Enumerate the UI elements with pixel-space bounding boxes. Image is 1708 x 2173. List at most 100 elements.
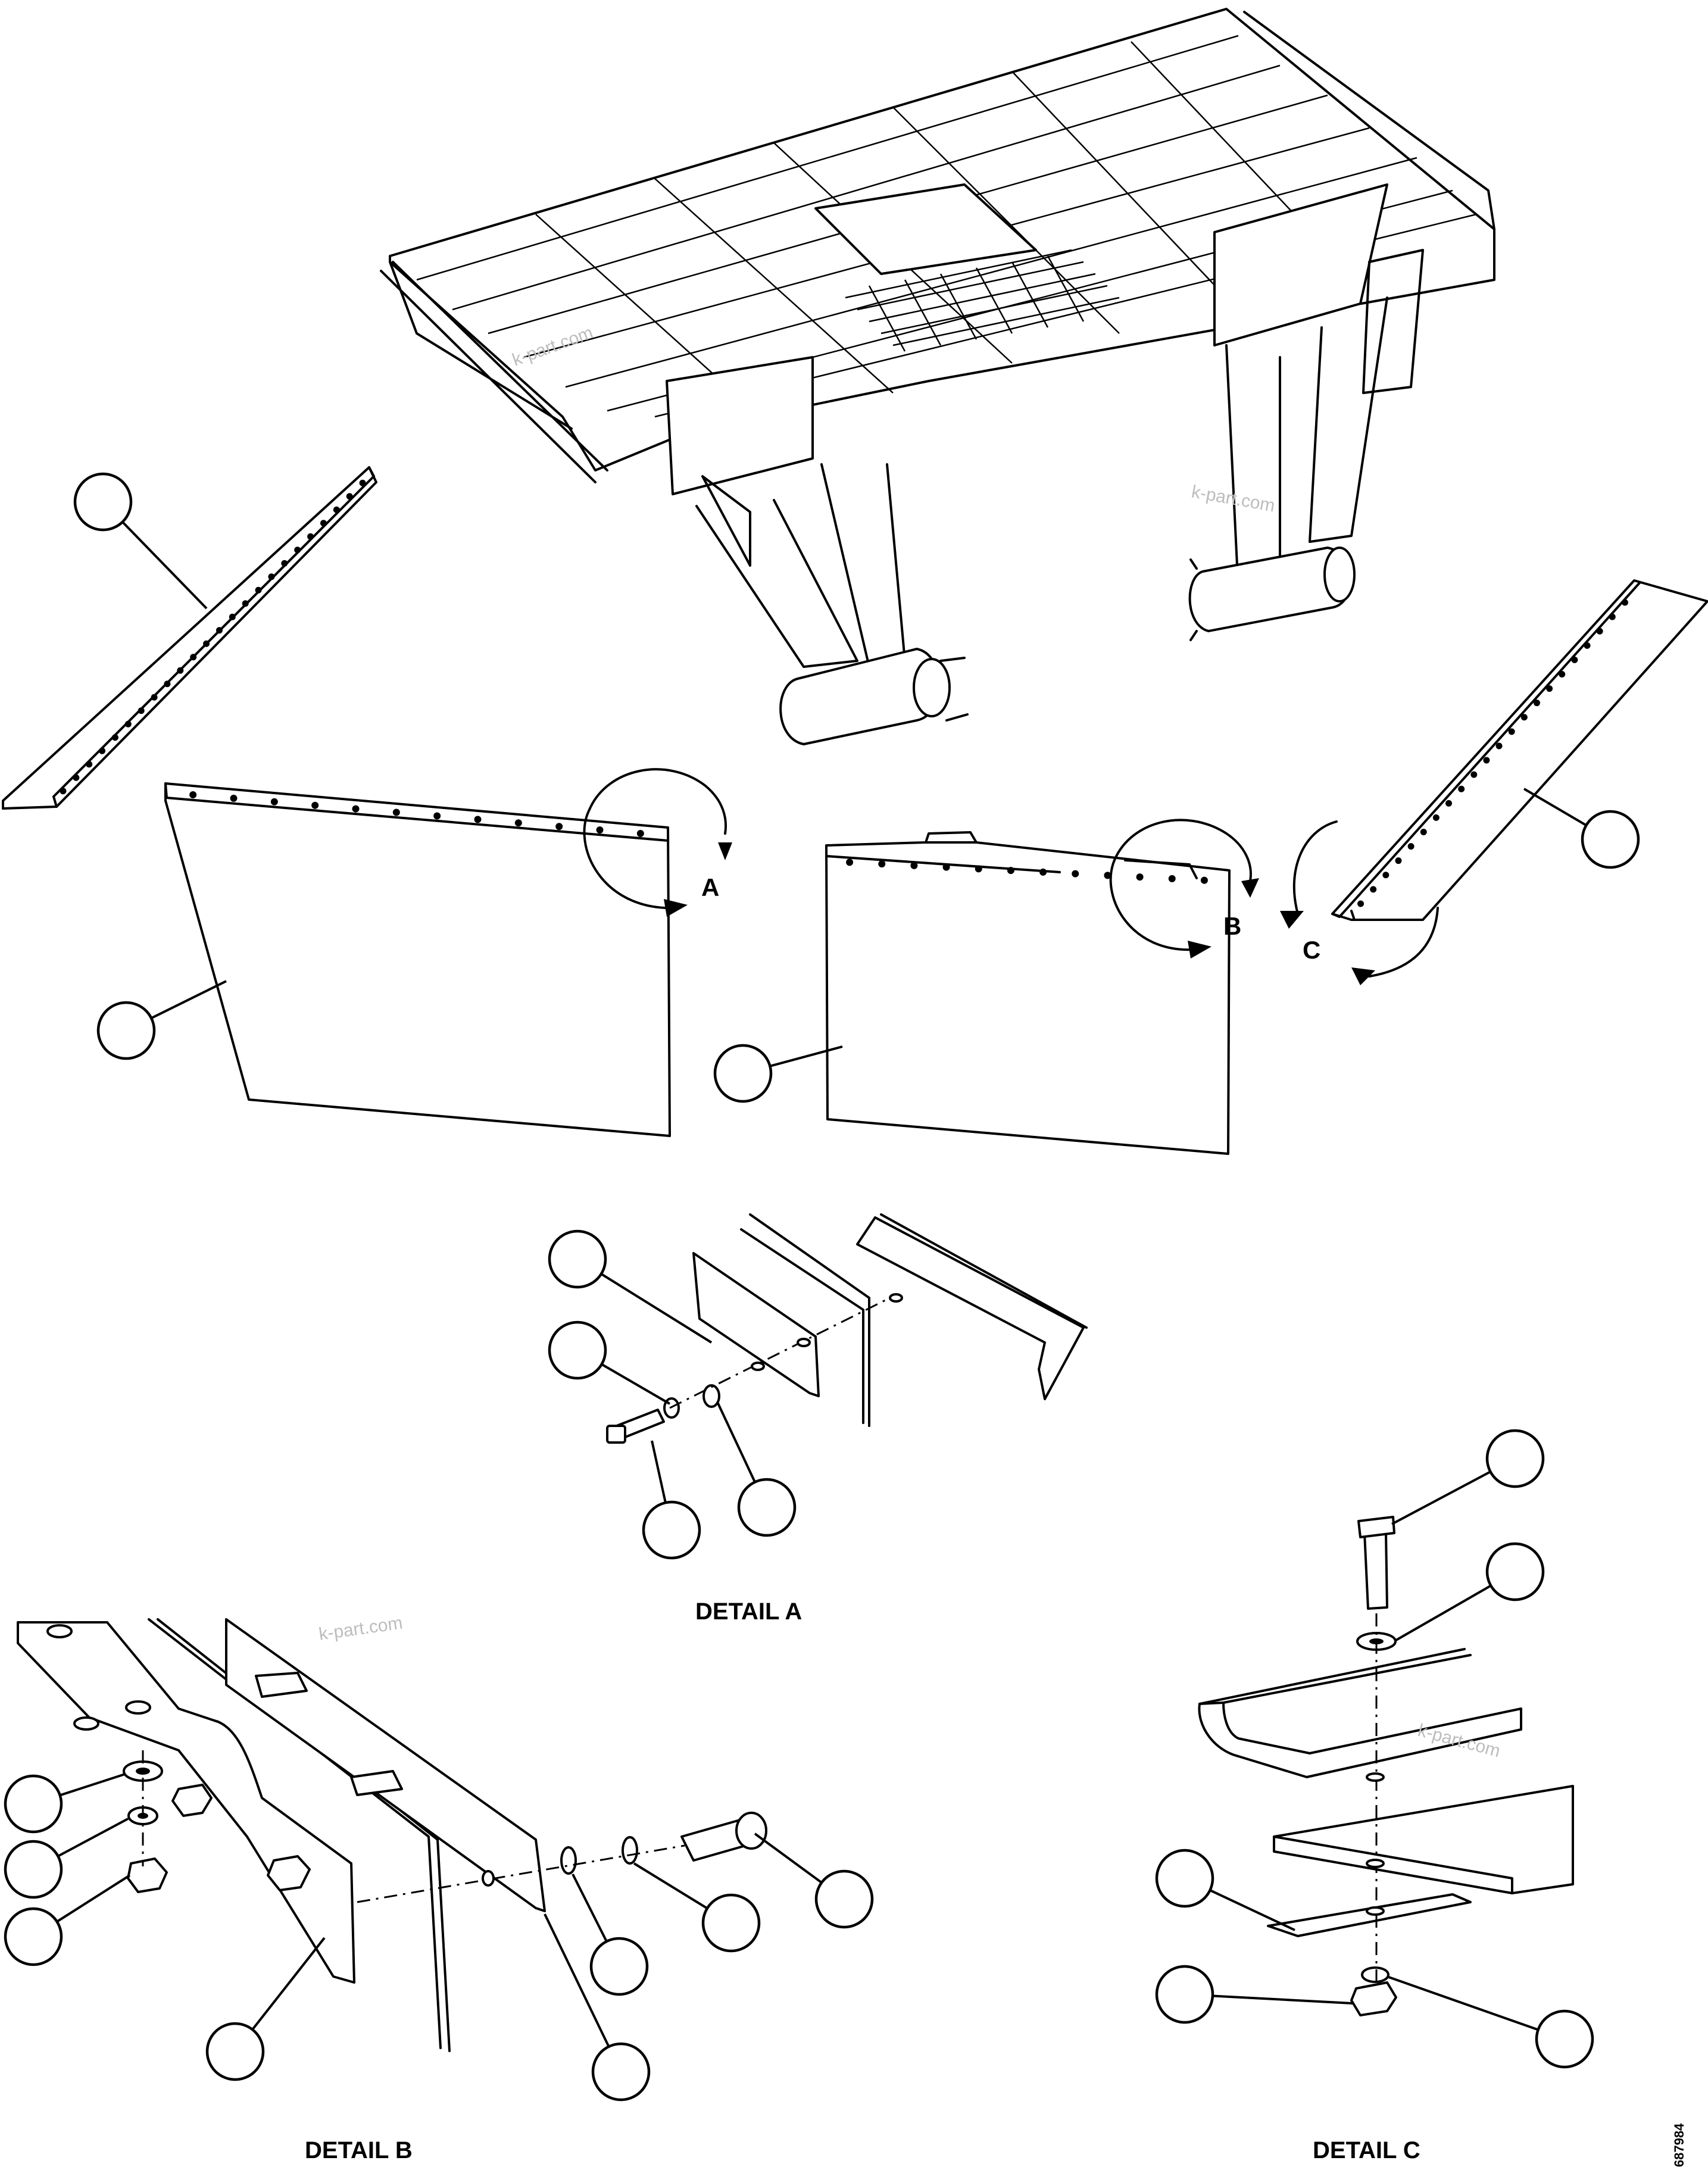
mounting-hole xyxy=(216,627,223,634)
mounting-hole xyxy=(294,547,301,554)
mounting-hole xyxy=(1104,872,1111,879)
mounting-hole xyxy=(270,798,278,805)
detail-b-title: DETAIL B xyxy=(305,2137,413,2163)
callout-balloon-a-strip xyxy=(548,1229,607,1289)
detail-c-drawing: DETAIL C xyxy=(1198,1516,1574,2163)
arrow-b-1 xyxy=(1241,878,1259,898)
mounting-hole xyxy=(1508,728,1515,735)
mounting-hole xyxy=(242,600,249,607)
mounting-hole xyxy=(1168,875,1176,882)
mounting-hole xyxy=(1395,857,1402,864)
mounting-hole xyxy=(1072,870,1079,878)
detail-a-drawing: DETAIL A xyxy=(606,1213,1088,1625)
callout-balloon-a-lockwasher xyxy=(548,1320,607,1380)
mounting-hole xyxy=(352,805,360,813)
callout-balloon-c-left-channel xyxy=(73,472,133,532)
mounting-hole xyxy=(636,830,644,838)
view-label-a: A xyxy=(701,873,719,901)
mounting-hole xyxy=(1200,876,1208,884)
mounting-hole xyxy=(1407,843,1415,850)
view-label-b: B xyxy=(1223,912,1241,940)
left-flap-panel: A xyxy=(164,768,732,1137)
arrow-a-1 xyxy=(718,842,732,860)
mounting-hole xyxy=(346,493,353,500)
mounting-hole xyxy=(268,573,275,580)
mounting-hole xyxy=(1420,829,1427,835)
mounting-hole xyxy=(1136,873,1144,881)
callout-balloon-a-washer xyxy=(737,1478,797,1537)
callout-balloon-b-washer xyxy=(4,1774,63,1834)
callout-balloon-c-lockwasher xyxy=(1535,2009,1594,2069)
mounting-hole xyxy=(1559,671,1566,677)
mounting-hole xyxy=(320,520,327,527)
callout-balloon-c-right-panel xyxy=(713,1044,773,1103)
detail-b-drawing: DETAIL B xyxy=(17,1618,767,2163)
mounting-hole xyxy=(229,613,236,620)
mounting-hole xyxy=(1621,599,1628,606)
mounting-hole xyxy=(596,826,604,834)
mounting-hole xyxy=(846,858,854,866)
mounting-hole xyxy=(910,861,918,869)
mounting-hole xyxy=(1483,757,1490,764)
left-channel-part xyxy=(2,466,377,810)
mounting-hole xyxy=(1533,700,1540,707)
mounting-hole xyxy=(359,479,366,486)
mounting-hole xyxy=(1584,642,1591,649)
mounting-hole xyxy=(86,761,93,768)
callout-balloon-c-washer xyxy=(1485,1542,1545,1601)
mounting-hole xyxy=(1382,872,1389,879)
mounting-hole xyxy=(975,865,982,873)
watermark: k-part.com xyxy=(510,323,595,370)
mounting-hole xyxy=(99,747,106,754)
mounting-hole xyxy=(138,707,145,714)
mounting-hole xyxy=(203,640,210,647)
leader-line xyxy=(1387,1975,1565,2040)
callout-balloon-b-nut xyxy=(4,1907,63,1966)
mounting-hole xyxy=(1596,627,1603,635)
mounting-hole xyxy=(281,560,288,567)
mounting-hole xyxy=(474,816,482,823)
mounting-hole xyxy=(190,654,197,661)
mounting-hole xyxy=(942,863,950,871)
mounting-hole xyxy=(177,667,184,674)
mounting-hole xyxy=(311,801,319,809)
mounting-hole xyxy=(111,734,118,741)
arrow-a-2 xyxy=(664,899,688,917)
mounting-hole xyxy=(1495,742,1503,750)
mounting-hole xyxy=(60,788,67,795)
mounting-hole xyxy=(1370,886,1377,893)
callout-balloon-b-plate xyxy=(205,2022,265,2081)
callout-balloon-a-bolt xyxy=(642,1500,701,1560)
mounting-hole xyxy=(878,860,886,868)
callout-layer xyxy=(4,472,1640,2102)
mounting-hole xyxy=(1432,814,1440,821)
callout-balloon-b-flat-washer xyxy=(589,1937,649,1996)
mounting-hole xyxy=(1458,785,1465,792)
mounting-hole xyxy=(1520,714,1528,721)
callout-balloon-c-right-channel xyxy=(1581,810,1640,869)
mounting-hole xyxy=(164,680,171,688)
callout-balloon-b-lockwasher xyxy=(4,1840,63,1899)
mounting-hole xyxy=(1546,685,1553,692)
mounting-hole xyxy=(1007,867,1014,875)
chassis-assembly xyxy=(380,8,1495,745)
mounting-hole xyxy=(514,819,522,827)
mounting-hole xyxy=(1609,613,1616,620)
callout-balloon-c-bolt xyxy=(1485,1429,1545,1488)
right-channel-part: C xyxy=(1280,579,1708,985)
mounting-hole xyxy=(151,694,158,701)
callout-balloon-c-nut xyxy=(1155,1965,1214,2024)
mounting-hole xyxy=(230,794,238,802)
callout-balloon-b-strip xyxy=(591,2042,651,2102)
detail-c-title: DETAIL C xyxy=(1313,2137,1420,2163)
watermark: k-part.com xyxy=(317,1613,404,1644)
arrow-c-1 xyxy=(1280,911,1304,929)
mounting-hole xyxy=(392,808,400,816)
mounting-hole xyxy=(1357,900,1364,907)
callout-balloon-c-strip xyxy=(1155,1849,1214,1908)
arrow-b-2 xyxy=(1188,941,1211,959)
mounting-hole xyxy=(73,774,80,781)
mounting-hole xyxy=(189,791,197,798)
drawing-number: 687984 xyxy=(1672,2123,1687,2167)
